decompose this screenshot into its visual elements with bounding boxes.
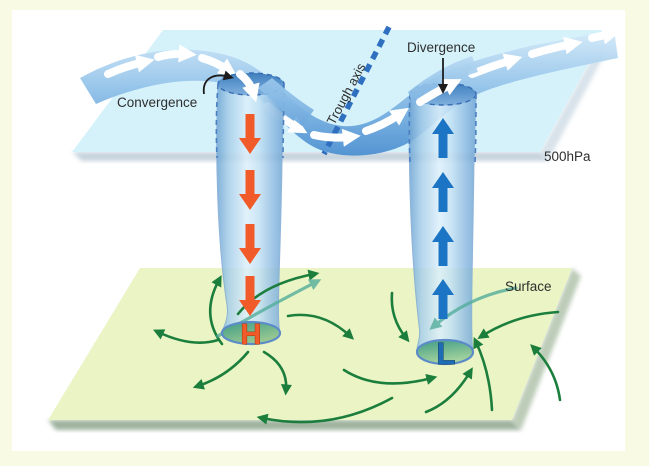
- inflow-arrow-icon: [473, 337, 494, 412]
- low-letter: L: [437, 336, 456, 371]
- flow-arrow-into-tube-icon: [236, 70, 260, 103]
- up-arrow-icon: [432, 226, 454, 266]
- tube-dashed-edge: [215, 83, 219, 159]
- outflow-arrow-icon: [208, 275, 224, 346]
- low-inflow-arrows: [342, 291, 562, 414]
- convergence-pointer-icon: [202, 70, 234, 95]
- inflow-arrow-icon: [342, 368, 438, 385]
- crossing-wind-arrow-icon: [429, 286, 518, 330]
- up-arrow-icon: [432, 172, 454, 212]
- flow-arrow-icon: [362, 107, 409, 135]
- low-pressure-center: L: [415, 336, 475, 372]
- surface-plane-shadow-right: [512, 268, 581, 430]
- flow-arrow-icon: [198, 54, 237, 76]
- low-base-ellipse: [415, 338, 475, 366]
- surface-plane-shadow: [48, 420, 521, 430]
- high-outflow-arrows: [153, 269, 394, 425]
- outflow-arrow-icon: [256, 396, 394, 425]
- flow-arrow-over-tube-icon: [416, 79, 462, 106]
- flow-arrow-icon: [528, 36, 583, 58]
- outflow-arrow-icon: [192, 350, 250, 390]
- tube-dashed-edge: [282, 83, 285, 159]
- down-arrow-icon: [239, 276, 261, 316]
- ribbon-over-tube-left: [258, 78, 314, 126]
- outflow-arrow-icon: [236, 269, 320, 316]
- down-arrow-icon: [239, 170, 261, 210]
- surface-plane-face: [48, 268, 572, 420]
- surface-label: Surface: [505, 279, 552, 294]
- rising-motion-arrows: [432, 118, 454, 319]
- flow-arrow-icon: [588, 26, 621, 45]
- pressure-level-label: 500hPa: [544, 149, 591, 164]
- down-arrow-icon: [239, 224, 261, 264]
- inflow-arrow-icon: [390, 291, 410, 343]
- upper-plane-shadow: [72, 152, 548, 161]
- outflow-arrow-icon: [262, 350, 292, 396]
- divergence-label: Divergence: [407, 40, 475, 55]
- flow-arrow-icon: [310, 128, 361, 147]
- up-arrow-icon: [432, 279, 454, 319]
- down-arrow-icon: [239, 114, 261, 154]
- high-pressure-center: H: [220, 319, 282, 352]
- up-arrow-icon: [432, 118, 454, 158]
- sinking-air-tube: [215, 72, 314, 345]
- inflow-arrow-icon: [424, 367, 473, 414]
- inflow-arrow-icon: [477, 310, 560, 339]
- high-letter: H: [241, 319, 262, 351]
- high-base-ellipse: [220, 320, 282, 346]
- flow-arrow-icon: [154, 44, 197, 63]
- trough-axis-line: [321, 25, 392, 156]
- upper-plane-shadow-right: [540, 30, 614, 161]
- flow-arrow-icon: [104, 54, 155, 78]
- outflow-arrow-icon: [286, 313, 355, 340]
- outflow-arrow-icon: [153, 329, 220, 344]
- convergence-label: Convergence: [117, 95, 197, 110]
- inflow-arrow-icon: [530, 344, 562, 402]
- sinking-motion-arrows: [239, 114, 261, 316]
